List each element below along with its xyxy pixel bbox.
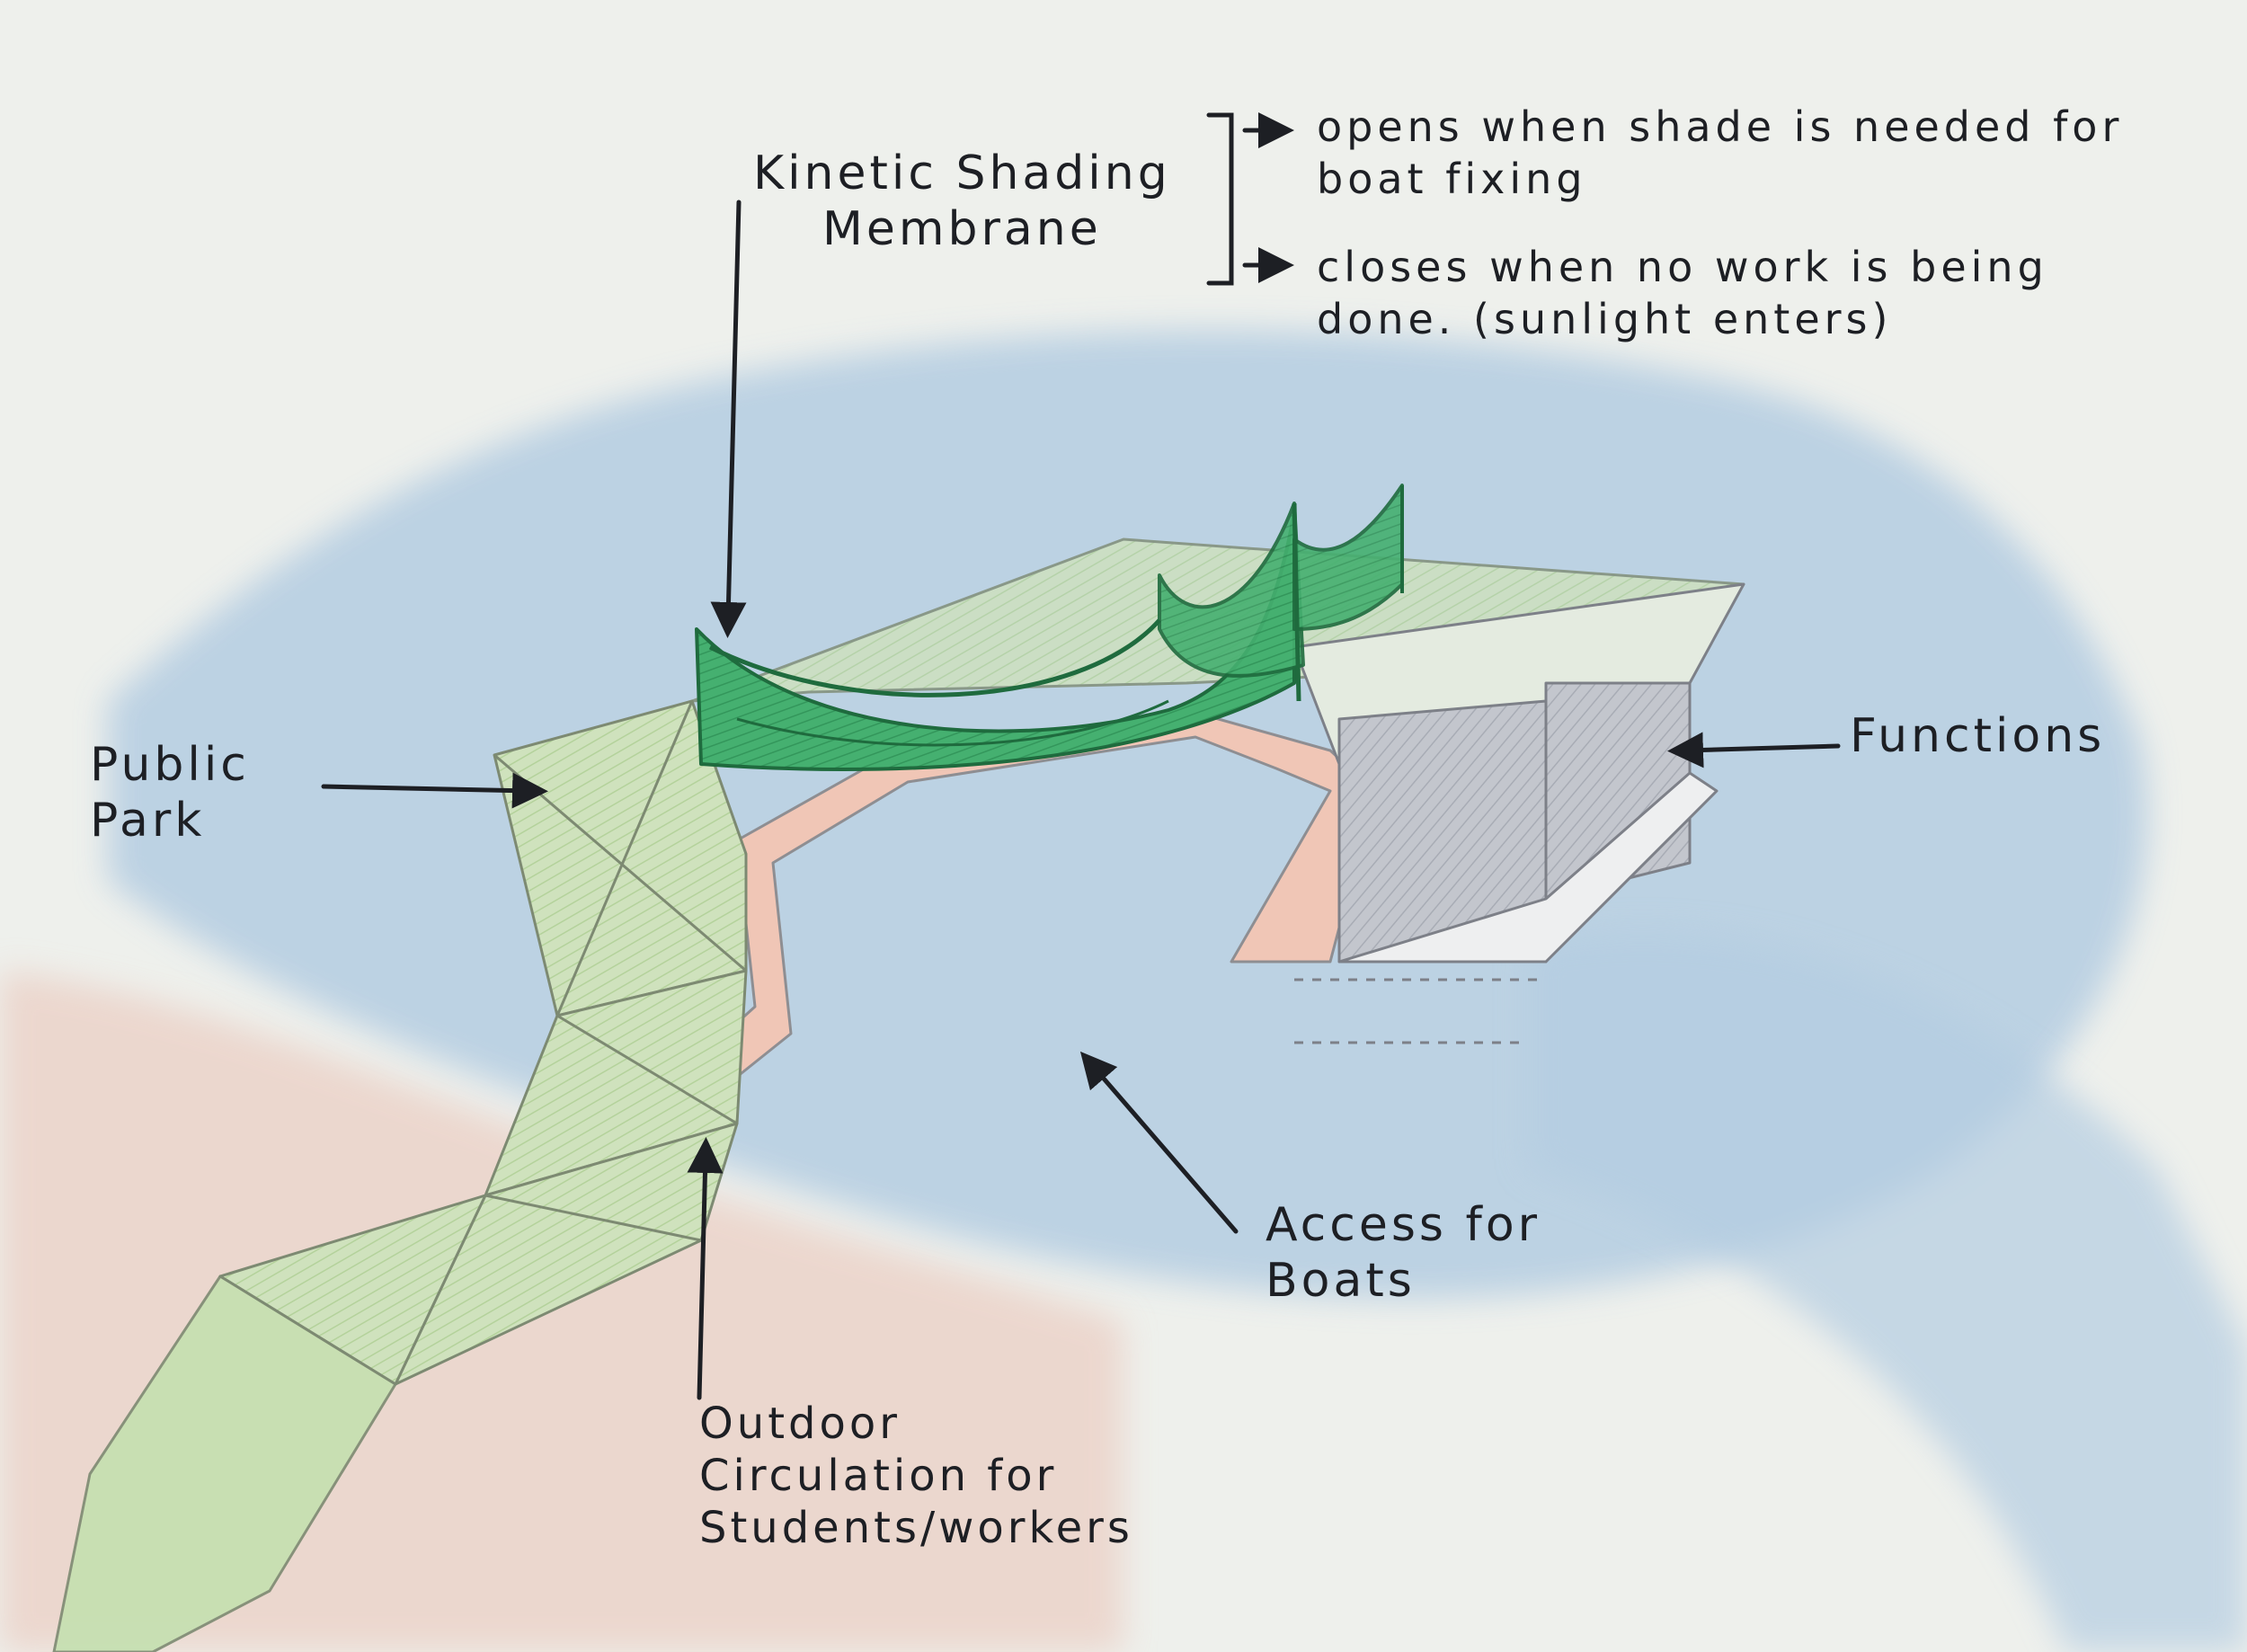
closes-note: closes when no work is being done. (sunl…	[1317, 243, 2048, 343]
functions-arrow	[1667, 732, 1841, 768]
access-arrow	[1079, 1051, 1239, 1234]
access-for-boats-label: Access for Boats	[1266, 1198, 1541, 1308]
water-area-right	[1528, 932, 2247, 1652]
functions-label: Functions	[1850, 709, 2106, 763]
outdoor-circulation-label: Outdoor Circulation for Students/workers	[699, 1399, 1133, 1553]
kinetic-shading-membrane	[695, 484, 1404, 771]
park-arrow	[321, 772, 548, 809]
public-park-label: Public Park	[90, 738, 250, 848]
opens-note: opens when shade is needed for boat fixi…	[1317, 102, 2124, 203]
kinetic-arrow	[710, 200, 747, 638]
kinetic-shading-label: Kinetic Shading Membrane	[753, 147, 1171, 256]
annotation-ink	[321, 112, 1841, 1400]
membrane-bracket	[1206, 112, 1234, 286]
outdoor-arrow	[687, 1137, 724, 1400]
functions-building	[1292, 582, 1745, 1044]
